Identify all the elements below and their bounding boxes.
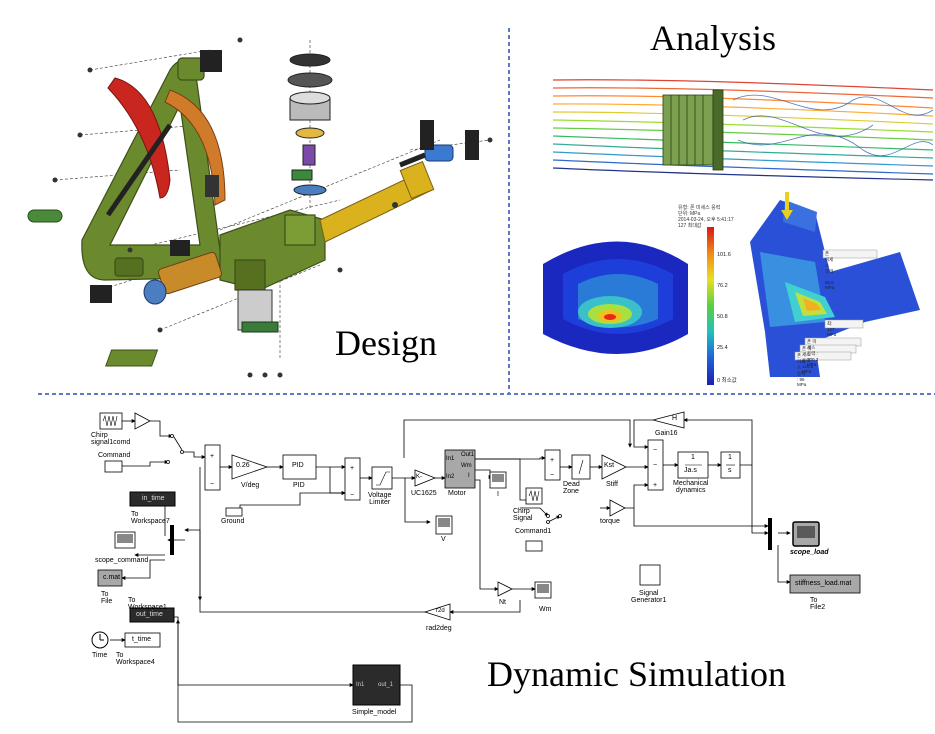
label-r2d: r2d xyxy=(436,608,445,614)
label-v: V xyxy=(441,536,446,543)
label-simple-model: Simple_model xyxy=(352,709,397,716)
fea-tee-pipe xyxy=(750,192,920,377)
label-dead-zone: Dead Zone xyxy=(563,481,580,495)
label-gain16: Gain16 xyxy=(655,430,678,437)
analysis-title: Analysis xyxy=(650,18,776,58)
simulation-title: Dynamic Simulation xyxy=(487,654,786,694)
design-title: Design xyxy=(335,323,437,363)
svg-text:+: + xyxy=(210,453,214,460)
label-pid: PID xyxy=(293,482,305,489)
label-torque: torque xyxy=(600,518,620,525)
label-pid-block: PID xyxy=(292,462,304,469)
motor-block xyxy=(444,449,476,489)
label-uc-k: K- xyxy=(416,474,422,480)
label-num: 1 xyxy=(691,454,695,461)
green-frame xyxy=(81,57,222,281)
svg-text:−: − xyxy=(653,462,657,469)
label-ground: Ground xyxy=(221,518,245,525)
label-uc1625: UC1625 xyxy=(411,490,437,497)
label-h: H xyxy=(672,415,678,422)
label-kst: Kst xyxy=(604,462,615,469)
red-arm xyxy=(107,77,171,199)
label-t-time: t_time xyxy=(132,636,152,643)
label-to-workspace7: To Workspace7 xyxy=(131,511,170,525)
fea-legend-header: 유형: 폰 미세스 응력 단위: MPa 2014-03-24, 오후 5:41… xyxy=(678,205,734,229)
svg-text:−: − xyxy=(350,492,354,499)
label-motor-in1: In1 xyxy=(446,456,455,462)
yellow-arm xyxy=(319,160,435,243)
label-vdeg: V/deg xyxy=(241,482,260,489)
simulink-diagram: + − + − + − − − + xyxy=(91,411,861,723)
label-motor-in2: In2 xyxy=(446,474,455,480)
label-sm-out: out_1 xyxy=(378,682,394,688)
svg-text:−: − xyxy=(210,481,214,488)
orange-shaft xyxy=(143,251,223,305)
label-chirp1: Chirp signal1comd xyxy=(91,432,131,446)
label-to-workspace1: To Workspace1 xyxy=(128,597,167,611)
label-to-file: To File xyxy=(101,591,113,605)
label-den: Ja.s xyxy=(684,467,697,474)
label-motor-wm: Wm xyxy=(461,463,472,469)
fea-scale-labels: 101.6 76.2 50.8 25.4 0 최소값 xyxy=(717,252,737,384)
label-stiffness-load: stiffness_load.mat xyxy=(795,580,852,587)
svg-text:+: + xyxy=(550,457,554,464)
label-time: Time xyxy=(92,652,108,659)
bearing-stack xyxy=(287,53,333,196)
fea-color-scale xyxy=(707,227,714,385)
central-housing xyxy=(219,209,326,291)
label-wm: Wm xyxy=(539,606,552,613)
label-nt: Nt xyxy=(499,599,506,606)
label-command1: Command1 xyxy=(515,528,552,535)
label-cmat: c.mat xyxy=(103,574,121,581)
label-int-den: s xyxy=(728,467,732,474)
label-motor: Motor xyxy=(448,490,466,497)
label-voltage-limiter: Voltage Limiter xyxy=(368,492,392,506)
label-i: I xyxy=(497,491,499,498)
label-to-file2: To File2 xyxy=(810,597,826,611)
svg-text:−: − xyxy=(550,472,554,479)
label-out-time: out_time xyxy=(136,611,163,618)
label-sm-in: In1 xyxy=(356,682,365,688)
label-mech-dyn: Mechanical dynamics xyxy=(673,480,709,494)
label-to-workspace4: To Workspace4 xyxy=(116,652,155,666)
label-motor-i: I xyxy=(468,473,470,479)
label-command: Command xyxy=(98,452,131,459)
label-motor-out1: Out1 xyxy=(461,452,475,458)
label-scope-command: scope_command xyxy=(95,557,149,564)
pcb-stack xyxy=(105,289,279,367)
fea-cylinder xyxy=(543,241,688,354)
heatsink xyxy=(662,89,724,171)
label-rad2deg: rad2deg xyxy=(426,625,452,632)
label-scope-load: scope_load xyxy=(790,549,829,556)
green-grip xyxy=(27,209,63,223)
svg-text:+: + xyxy=(653,482,657,489)
label-stiff: Stiff xyxy=(606,481,618,488)
design-exploded-view xyxy=(27,37,493,378)
label-in-time: in_time xyxy=(142,495,165,502)
label-gain-val: 0.26 xyxy=(236,462,250,469)
label-int-num: 1 xyxy=(728,454,732,461)
svg-text:+: + xyxy=(350,465,354,472)
label-signal-gen: Signal Generator1 xyxy=(631,590,667,604)
svg-text:−: − xyxy=(653,447,657,454)
cfd-flow-image xyxy=(553,70,933,185)
label-chirp-signal: Chirp Signal xyxy=(513,508,533,522)
